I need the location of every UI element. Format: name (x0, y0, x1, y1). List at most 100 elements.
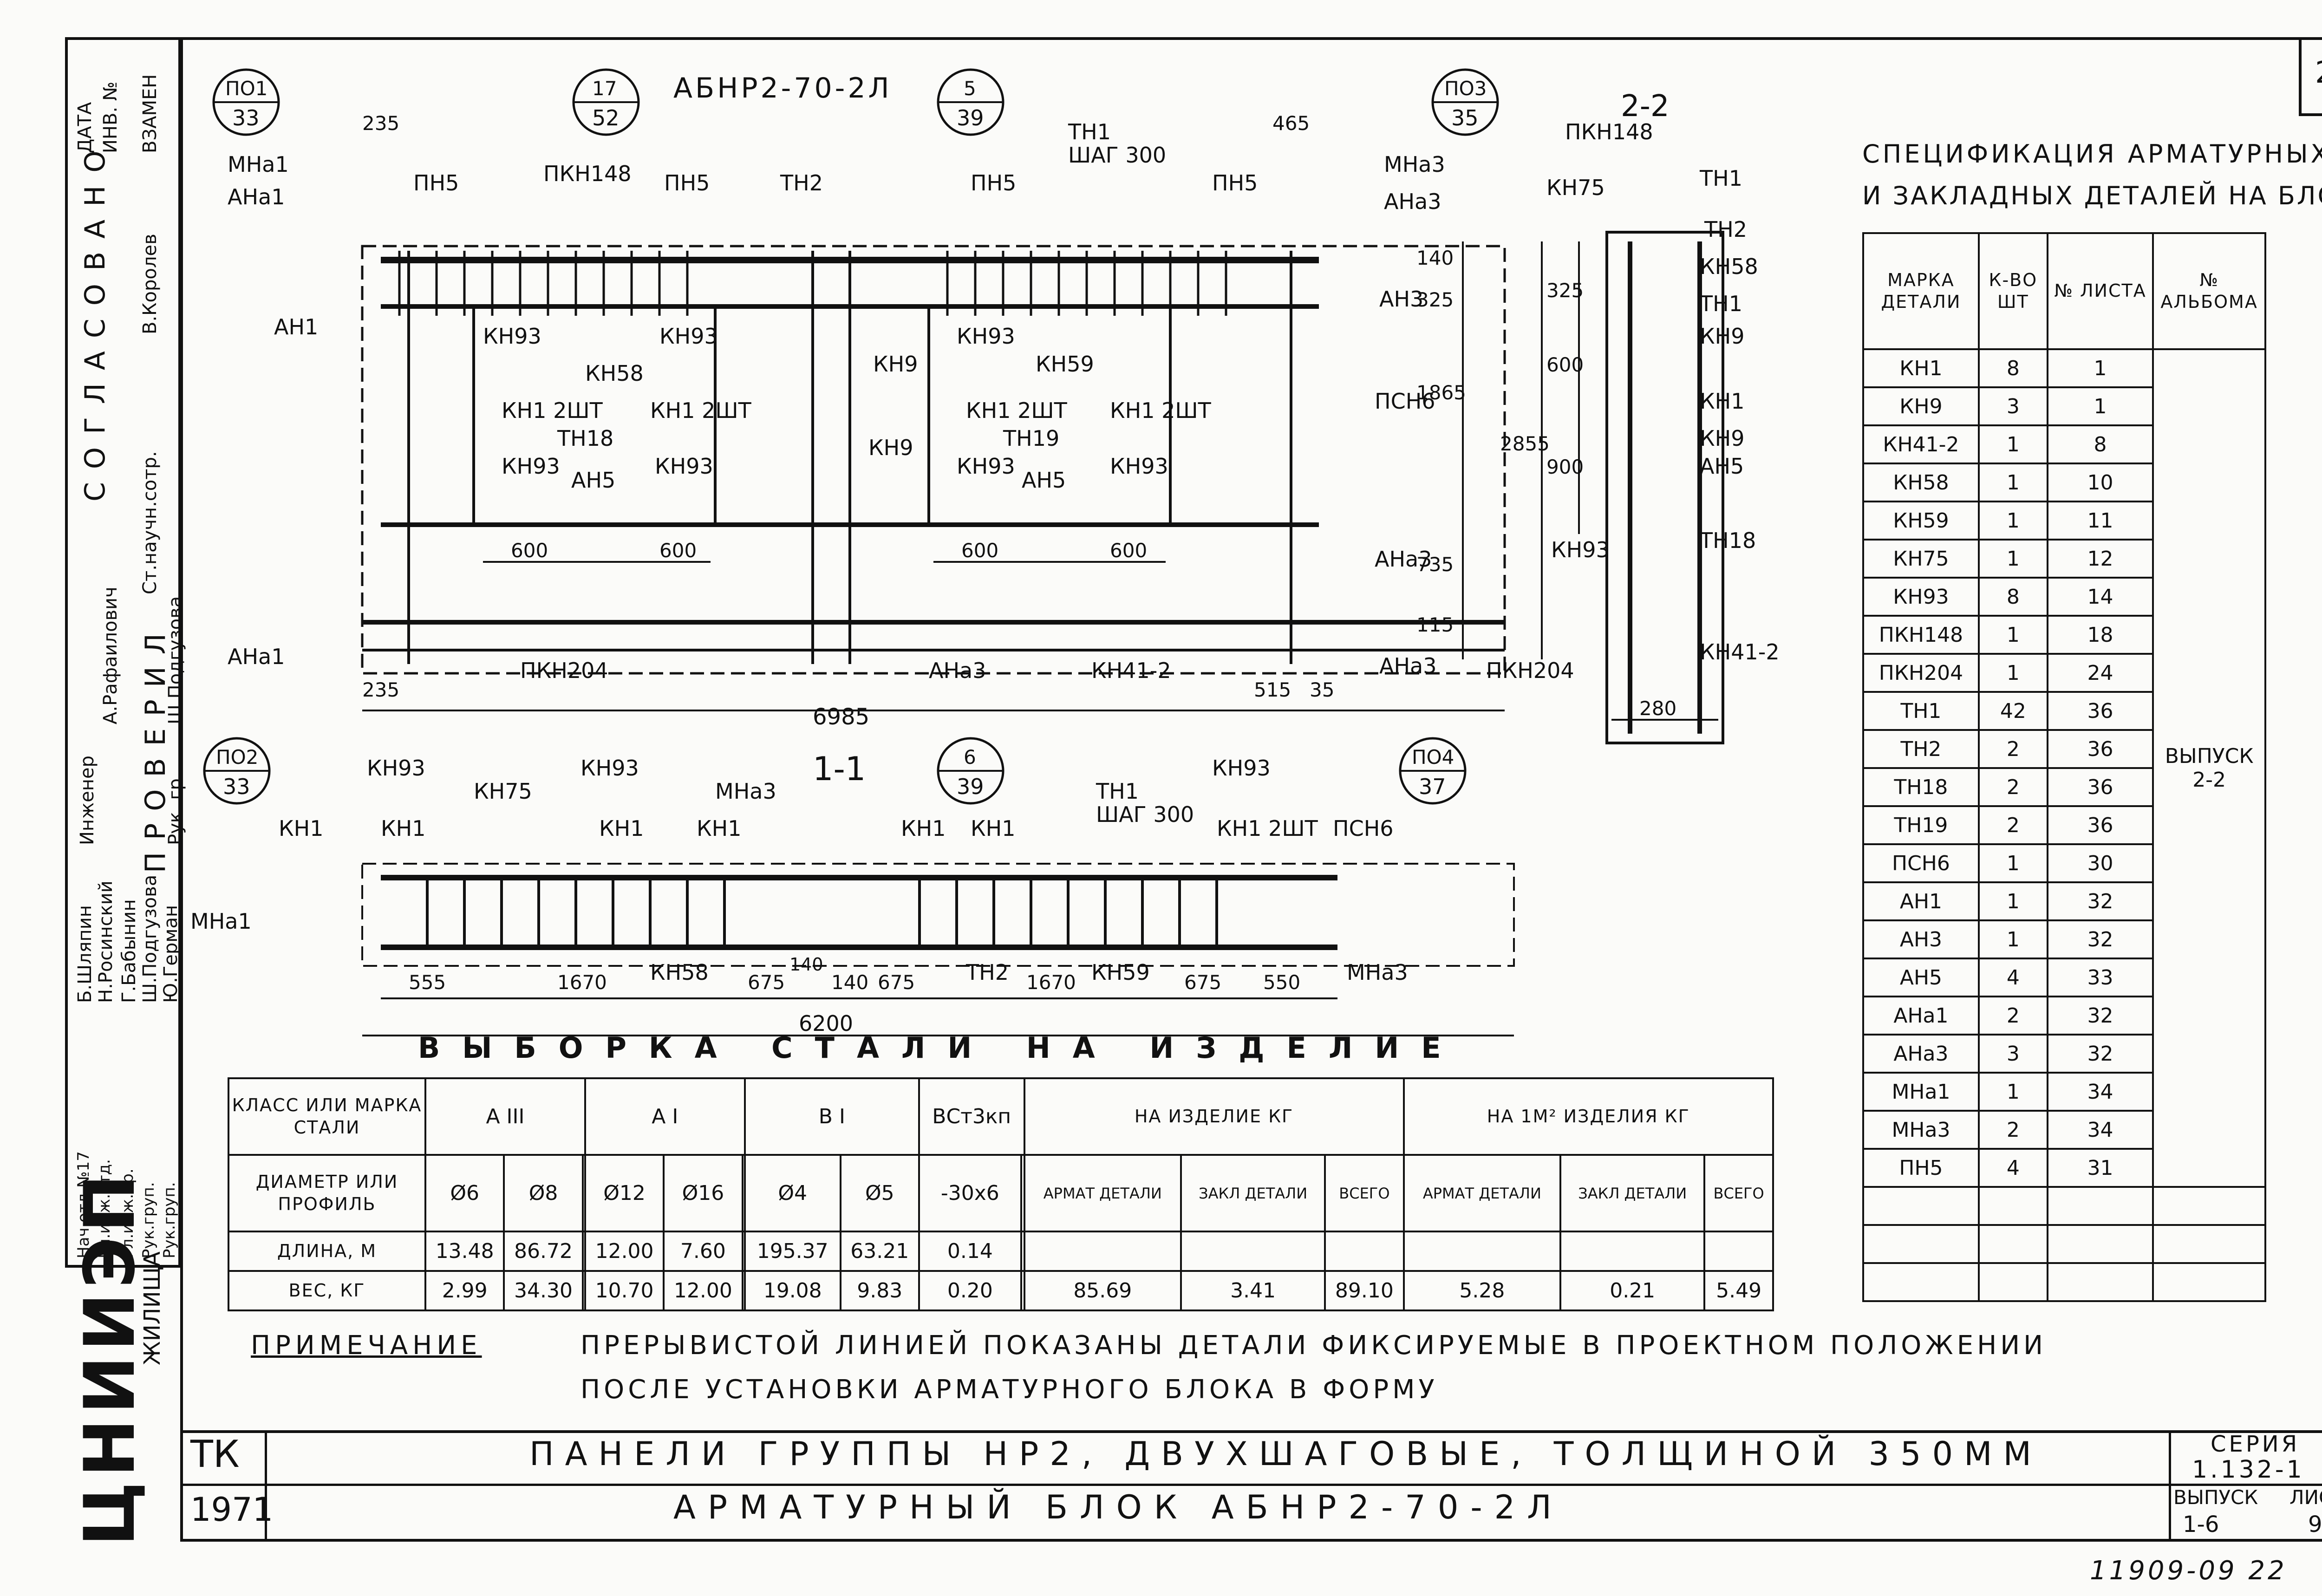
plan-label: КН1 2ШТ (966, 398, 1068, 423)
plan-label: АНа3 (1375, 547, 1432, 572)
s11-label: КН1 (599, 816, 644, 841)
plan-label: КН93 (659, 324, 718, 349)
steel-group-b1: В I (744, 1077, 920, 1156)
issue-value: 1-6 (2183, 1511, 2219, 1537)
spec-cell: КН59 (1862, 501, 1980, 541)
spec-cell: 36 (2046, 691, 2154, 731)
s11-dim: 550 (1263, 971, 1300, 994)
spec-cell: АН5 (1862, 958, 1980, 997)
steel-group-a3: А III (424, 1077, 586, 1156)
steel-wt: 19.08 (744, 1270, 841, 1311)
steel-diam (1020, 1154, 1025, 1232)
spec-cell: 1 (1977, 463, 2048, 502)
steel-wt: 5.28 (1402, 1270, 1562, 1311)
s11-label: КН93 (1212, 756, 1271, 781)
plan-dim: 600 (1110, 539, 1147, 562)
s11-label: ТН2 (965, 960, 1009, 985)
s11-label: КН58 (650, 960, 709, 985)
sheet-number: 21 (2315, 56, 2322, 90)
spec-cell: 1 (1977, 843, 2048, 883)
s11-dim: 675 (878, 971, 915, 994)
sheet-number-box (2299, 37, 2322, 116)
steel-title: ВЫБОРКА СТАЛИ НА ИЗДЕЛИЕ (418, 1031, 1463, 1065)
side-stamp (65, 37, 181, 1268)
plan-label: КН93 (957, 324, 1015, 349)
note-line-2: ПОСЛЕ УСТАНОВКИ АРМАТУРНОГО БЛОКА В ФОРМ… (580, 1375, 1438, 1405)
callout-1-top: ПО1 (225, 77, 267, 100)
plan-label: КН93 (655, 454, 713, 479)
plan-label: АН5 (571, 468, 615, 493)
steel-len (1703, 1231, 1774, 1272)
stamp-instead: ВЗАМЕН (139, 74, 161, 153)
steel-diam: ЗАКЛ ДЕТАЛИ (1559, 1154, 1706, 1232)
plan-label: МНа3 (1384, 152, 1445, 177)
plan-label: КН1 2ШТ (650, 398, 752, 423)
plan-dim: 325 (1416, 288, 1454, 311)
s22-label: КН1 (1700, 389, 1745, 414)
plan-dim: 600 (961, 539, 998, 562)
steel-wt: 10.70 (584, 1270, 665, 1311)
title-line-2: АРМАТУРНЫЙ БЛОК АБНР2-70-2Л (673, 1488, 1564, 1526)
s22-label: ПКН204 (1486, 658, 1574, 683)
spec-cell: 1 (2046, 348, 2154, 388)
plan-dim: 235 (362, 678, 399, 701)
spec-cell: ПКН148 (1862, 615, 1980, 655)
spec-head-album: № АЛЬБОМА (2152, 232, 2266, 350)
s11-label: КН75 (474, 779, 532, 804)
plan-label: ПН5 (413, 170, 459, 195)
steel-len: 63.21 (839, 1231, 920, 1272)
title-line-1: ПАНЕЛИ ГРУППЫ НР2, ДВУХШАГОВЫЕ, ТОЛЩИНОЙ… (529, 1435, 2042, 1473)
plan-label: КН9 (868, 435, 913, 460)
steel-len: 195.37 (744, 1231, 841, 1272)
s11-label: КН59 (1091, 960, 1150, 985)
spec-cell: 30 (2046, 843, 2154, 883)
plan-label: ТН19 (1003, 426, 1059, 451)
s22-label: КН58 (1700, 254, 1758, 279)
plan-dim: 600 (511, 539, 548, 562)
stamp-date: ДАТА (74, 102, 96, 153)
spec-title-1: СПЕЦИФИКАЦИЯ АРМАТУРНЫХ (1862, 139, 2322, 169)
plan-dim: 35 (1310, 678, 1334, 701)
s11-dim: 1670 (557, 971, 607, 994)
s22-label: АН5 (1700, 454, 1744, 479)
plan-label: КН93 (502, 454, 560, 479)
spec-cell: 36 (2046, 729, 2154, 769)
steel-diam (581, 1154, 586, 1232)
s22-label: ТН18 (1699, 528, 1756, 553)
spec-cell: КН9 (1862, 386, 1980, 426)
callout-5-bottom: 33 (223, 774, 250, 799)
spec-cell: 8 (1977, 348, 2048, 388)
steel-wt: 12.00 (663, 1270, 744, 1311)
steel-row-weight: ВЕС, КГ (228, 1270, 426, 1311)
spec-cell: 14 (2046, 577, 2154, 617)
spec-title-2: И ЗАКЛАДНЫХ ДЕТАЛЕЙ НА БЛОК (1862, 181, 2322, 210)
sheet-stamp: 11909-09 22 (2090, 1556, 2287, 1586)
callout-6-bottom: 39 (957, 774, 984, 799)
title-divider (180, 1484, 2322, 1486)
plan-dim: 515 (1254, 678, 1291, 701)
steel-diam: Ø16 (663, 1154, 744, 1232)
spec-cell: 1 (1977, 539, 2048, 579)
spec-cell: 33 (2046, 958, 2154, 997)
spec-cell: 32 (2046, 996, 2154, 1036)
s22-label: КН9 (1700, 324, 1745, 349)
callout-3-bottom: 39 (957, 105, 984, 130)
steel-diam: ВСЕГО (1324, 1154, 1405, 1232)
spec-cell: КН93 (1862, 577, 1980, 617)
stamp-name-babynin: Г.Бабынин (118, 899, 140, 1003)
section-11-outline (361, 863, 1515, 967)
s11-label: КН1 (381, 816, 426, 841)
series-value: 1.132-1 (2192, 1456, 2305, 1484)
stamp-engineer: Инженер (77, 756, 98, 845)
plan-label: КН1 2ШТ (502, 398, 603, 423)
stamp-name-shlyapin: Б.Шляпин (74, 905, 96, 1003)
s11-dim: 675 (748, 971, 785, 994)
plan-label: АН3 (1379, 287, 1423, 312)
spec-table: МАРКА ДЕТАЛИ К-ВО ШТ № ЛИСТА № АЛЬБОМА К… (1862, 232, 2266, 1302)
steel-len: 7.60 (663, 1231, 744, 1272)
section-22-title: 2-2 (1621, 89, 1670, 124)
plan-dim: 1865 (1416, 381, 1466, 404)
spec-cell: ПН5 (1862, 1148, 1980, 1188)
spec-cell: 3 (1977, 1034, 2048, 1074)
plan-label: ПН5 (971, 170, 1016, 195)
